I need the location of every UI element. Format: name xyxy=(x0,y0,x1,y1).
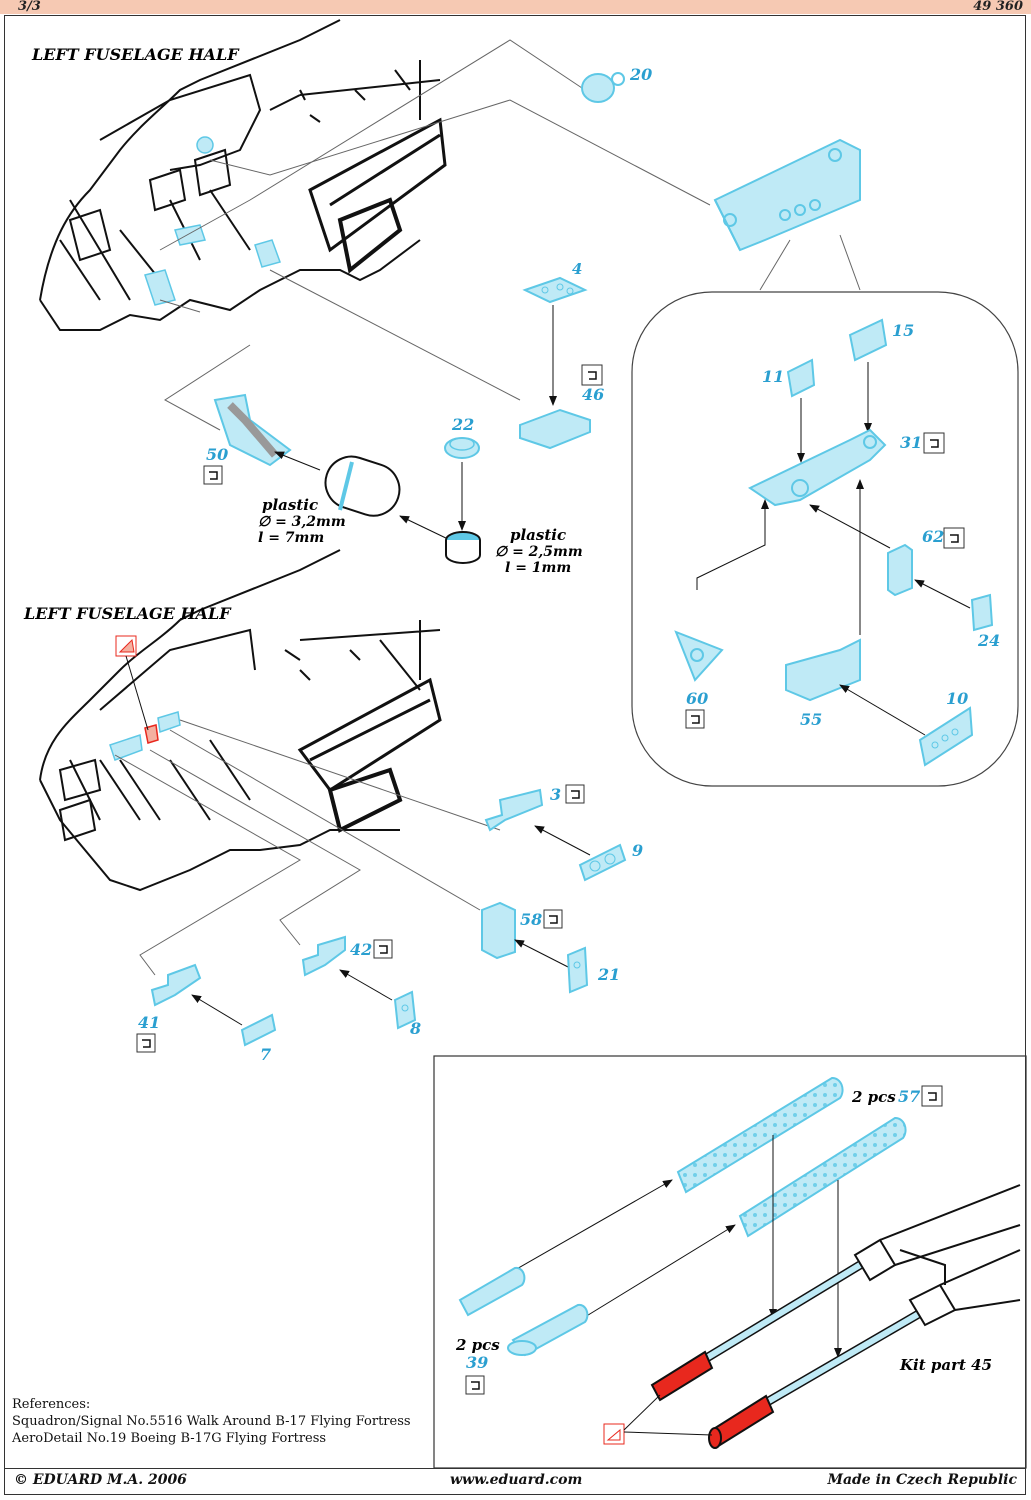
label-58: 58 xyxy=(520,910,542,929)
pcs-39: 2 pcs xyxy=(455,1336,500,1354)
part-50: 50 xyxy=(203,393,292,485)
label-41: 41 xyxy=(138,1013,160,1032)
fuselage-blue-parts-2 xyxy=(109,711,181,761)
label-57: 57 xyxy=(898,1087,920,1106)
detail-inset xyxy=(631,291,1019,787)
reference-2: AeroDetail No.19 Boeing B-17G Flying For… xyxy=(12,1431,327,1446)
part-21: 21 xyxy=(566,946,620,994)
header-bar: 3/3 49 360 xyxy=(0,0,1031,14)
part-11: 11 xyxy=(762,358,816,398)
part-9: 9 xyxy=(578,841,643,882)
part-55: 55 xyxy=(785,638,861,729)
red-marker-2 xyxy=(603,1423,625,1445)
label-11: 11 xyxy=(762,367,784,386)
footer-copyright: © EDUARD M.A. 2006 xyxy=(14,1472,187,1488)
red-marker-1 xyxy=(115,635,137,657)
label-9: 9 xyxy=(632,841,643,860)
references: References: Squadron/Signal No.5516 Walk… xyxy=(12,1396,411,1447)
label-22: 22 xyxy=(451,415,474,434)
fuselage-drawing-1 xyxy=(39,19,447,331)
label-20: 20 xyxy=(629,65,652,84)
part-62: 62 xyxy=(887,527,965,597)
diameter-2: ∅ = 2,5mm xyxy=(495,544,583,560)
label-24: 24 xyxy=(977,631,1000,650)
kit-part-45-label: Kit part 45 xyxy=(899,1356,992,1374)
length-2: l = 1mm xyxy=(505,560,571,576)
label-7: 7 xyxy=(260,1045,271,1064)
footer-website[interactable]: www.eduard.com xyxy=(450,1472,583,1488)
label-31: 31 xyxy=(900,433,922,452)
part-15: 15 xyxy=(848,318,914,362)
plastic-rod-1: plastic ∅ = 3,2mm l = 7mm xyxy=(258,455,401,546)
part-7: 7 xyxy=(240,1013,277,1064)
part-57-tubes: 2 pcs 57 xyxy=(676,1077,943,1238)
part-24: 24 xyxy=(970,593,1000,650)
label-4: 4 xyxy=(572,260,582,278)
page-number: 3/3 xyxy=(18,0,41,14)
label-21: 21 xyxy=(597,965,620,984)
footer-divider xyxy=(4,1468,1026,1469)
label-3: 3 xyxy=(550,785,561,804)
diameter-1: ∅ = 3,2mm xyxy=(258,514,346,530)
part-58: 58 xyxy=(481,901,563,960)
references-title: References: xyxy=(12,1397,91,1412)
part-3: 3 xyxy=(484,784,585,832)
fuselage-blue-parts-1 xyxy=(144,136,281,306)
pcs-57: 2 pcs xyxy=(851,1088,896,1106)
label-62: 62 xyxy=(922,527,944,546)
part-39-tubes: 2 pcs 39 xyxy=(455,1266,589,1395)
leader-lines-1 xyxy=(159,39,861,431)
part-22: 22 xyxy=(444,415,480,459)
kit-code: 49 360 xyxy=(973,0,1023,14)
part-42: 42 xyxy=(301,935,393,977)
label-8: 8 xyxy=(409,1019,421,1038)
label-15: 15 xyxy=(892,321,914,340)
section-title-2: LEFT FUSELAGE HALF xyxy=(23,604,232,623)
plastic-disc: plastic ∅ = 2,5mm l = 1mm xyxy=(445,526,583,576)
section-title-1: LEFT FUSELAGE HALF xyxy=(31,45,240,64)
leader-lines-2 xyxy=(114,719,501,976)
part-41: 41 xyxy=(136,963,202,1053)
part-10: 10 xyxy=(918,689,974,767)
label-55: 55 xyxy=(800,710,822,729)
plastic-label-2: plastic xyxy=(510,526,566,544)
part-60: 60 xyxy=(674,630,724,729)
part-31: 31 xyxy=(748,428,945,507)
label-46: 46 xyxy=(582,385,604,404)
part-4: 4 xyxy=(522,260,588,304)
gun-barrels: Kit part 45 xyxy=(650,1184,1021,1449)
plastic-label-1: plastic xyxy=(262,496,318,514)
assembly-31-top xyxy=(713,138,861,252)
label-39: 39 xyxy=(466,1353,488,1372)
footer-origin: Made in Czech Republic xyxy=(827,1472,1017,1488)
label-50: 50 xyxy=(206,445,228,464)
part-8: 8 xyxy=(393,990,421,1038)
length-1: l = 7mm xyxy=(258,530,324,546)
label-10: 10 xyxy=(946,689,968,708)
fuselage-drawing-2 xyxy=(39,549,442,892)
page-frame xyxy=(4,15,1026,1495)
part-20: 20 xyxy=(581,65,652,103)
label-60: 60 xyxy=(686,689,708,708)
label-42: 42 xyxy=(350,940,372,959)
reference-1: Squadron/Signal No.5516 Walk Around B-17… xyxy=(12,1414,411,1429)
part-46: 46 xyxy=(519,364,604,450)
